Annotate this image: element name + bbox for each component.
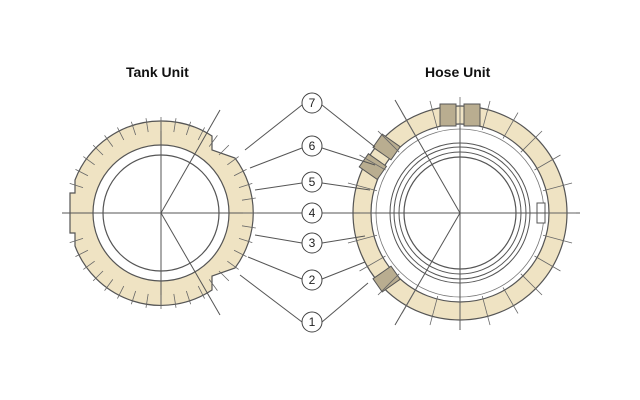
tick-mark: [401, 112, 418, 139]
tick-mark: [238, 237, 253, 244]
hose-bolt-left: [358, 133, 401, 181]
tick-mark: [377, 273, 400, 296]
tick-mark: [218, 270, 230, 282]
tank-unit: [62, 109, 262, 316]
tick-mark: [502, 112, 519, 139]
svg-text:2: 2: [309, 273, 316, 287]
svg-text:5: 5: [309, 175, 316, 189]
callout-4: 4: [301, 202, 323, 224]
tick-mark: [92, 270, 104, 282]
tick-mark: [502, 287, 519, 314]
tick-mark: [233, 169, 247, 177]
hose-bolt-top: [439, 103, 481, 127]
tick-mark: [233, 249, 247, 257]
callout-2: 2: [301, 269, 323, 291]
tick-mark: [208, 135, 218, 147]
tick-mark: [173, 118, 177, 133]
tick-mark: [347, 234, 378, 244]
svg-text:3: 3: [309, 236, 316, 250]
tick-mark: [185, 290, 192, 305]
tick-mark: [185, 121, 192, 136]
tick-mark: [401, 287, 418, 314]
tick-mark: [481, 295, 491, 326]
tick-mark: [75, 249, 89, 257]
tick-mark: [117, 285, 125, 299]
callout-6: 6: [301, 135, 323, 157]
tick-mark: [197, 285, 205, 299]
svg-text:6: 6: [309, 139, 316, 153]
tick-mark: [227, 156, 239, 166]
hose-unit: [344, 97, 580, 330]
tick-mark: [534, 154, 561, 171]
svg-text:7: 7: [309, 96, 316, 110]
tick-mark: [75, 169, 89, 177]
tick-mark: [241, 225, 256, 229]
callout-1: 1: [301, 311, 323, 333]
tick-mark: [218, 144, 230, 156]
tick-mark: [359, 255, 386, 272]
hose-bolt-right: [372, 265, 401, 293]
tick-mark: [92, 144, 104, 156]
callout-5: 5: [301, 171, 323, 193]
tick-mark: [238, 182, 253, 189]
tank-ticks: [69, 117, 257, 309]
svg-text:1: 1: [309, 315, 316, 329]
hose-ticks: [344, 97, 576, 329]
tick-mark: [69, 182, 84, 189]
tick-mark: [69, 237, 84, 244]
tick-mark: [520, 273, 543, 296]
tick-mark: [241, 197, 256, 201]
tick-mark: [208, 279, 218, 291]
tick-mark: [542, 182, 573, 192]
tick-mark: [104, 135, 114, 147]
tick-mark: [104, 279, 114, 291]
tick-mark: [145, 293, 149, 308]
tick-mark: [145, 118, 149, 133]
tick-mark: [173, 293, 177, 308]
tick-mark: [347, 182, 378, 192]
tick-mark: [117, 127, 125, 141]
hose-unit-title: Hose Unit: [425, 64, 491, 80]
tank-unit-title: Tank Unit: [126, 64, 189, 80]
tick-mark: [481, 100, 491, 131]
callout-3: 3: [301, 232, 323, 254]
tick-mark: [377, 130, 400, 153]
tick-mark: [227, 260, 239, 270]
tick-mark: [197, 127, 205, 141]
leader-lines: [239, 104, 376, 323]
tick-mark: [542, 234, 573, 244]
tick-mark: [130, 290, 137, 305]
callout-7: 7: [301, 92, 323, 114]
tick-mark: [359, 154, 386, 171]
tick-mark: [429, 295, 439, 326]
svg-text:4: 4: [309, 206, 316, 220]
tick-mark: [83, 156, 95, 166]
tick-mark: [83, 260, 95, 270]
tick-mark: [130, 121, 137, 136]
tick-mark: [520, 130, 543, 153]
tick-mark: [534, 255, 561, 272]
tick-mark: [429, 100, 439, 131]
